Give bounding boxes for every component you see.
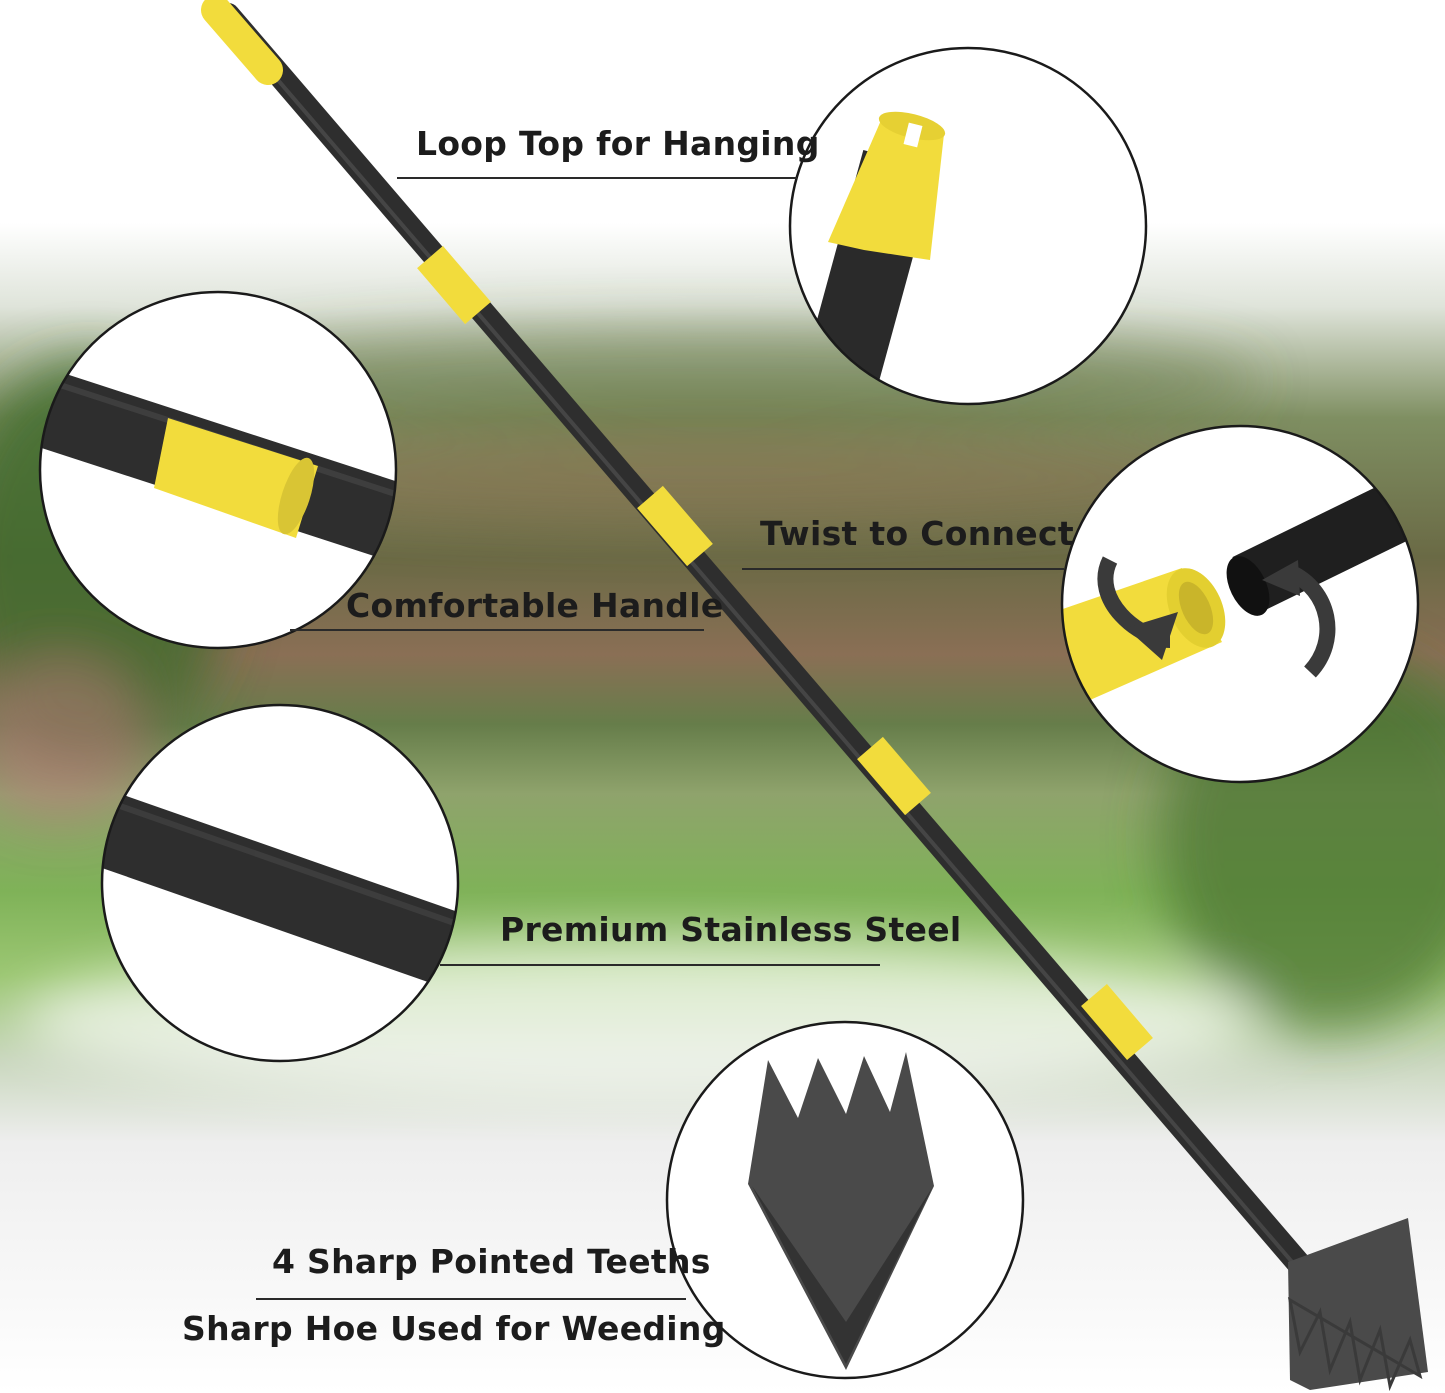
teeth-detail bbox=[665, 1020, 1025, 1380]
loop-top-leader bbox=[397, 177, 797, 179]
twist-connect-label: Twist to Connect bbox=[760, 514, 1074, 553]
loop-top-detail bbox=[788, 46, 1148, 406]
twist-connect-detail bbox=[1060, 424, 1420, 784]
hoe-head bbox=[1287, 1218, 1428, 1392]
comfortable-handle-label: Comfortable Handle bbox=[346, 586, 724, 625]
stainless-steel-leader bbox=[440, 964, 880, 966]
stainless-steel-label: Premium Stainless Steel bbox=[500, 910, 962, 949]
weeding-label: Sharp Hoe Used for Weeding bbox=[182, 1309, 726, 1348]
comfortable-handle-detail bbox=[38, 290, 398, 650]
twist-connect-leader bbox=[742, 568, 1064, 570]
comfortable-handle-leader bbox=[290, 629, 704, 631]
hoe-shaft bbox=[216, 3, 1342, 1312]
stainless-steel-detail bbox=[100, 703, 460, 1063]
handle-end-cap bbox=[201, 0, 283, 85]
teeth-leader bbox=[256, 1298, 686, 1300]
teeth-label: 4 Sharp Pointed Teeths bbox=[272, 1242, 711, 1281]
handle-connectors bbox=[417, 245, 1153, 1061]
loop-top-label: Loop Top for Hanging bbox=[416, 124, 820, 163]
